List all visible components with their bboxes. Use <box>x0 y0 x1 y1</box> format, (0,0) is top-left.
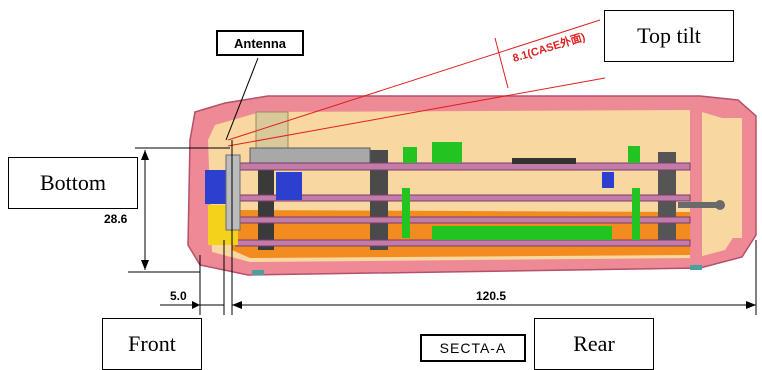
height-dimension: 28.6 <box>104 212 128 226</box>
front-plate <box>225 154 241 231</box>
green-bar-lower <box>432 226 612 240</box>
foot-rear <box>690 265 702 270</box>
bottom-label: Bottom <box>8 157 138 209</box>
height-arrow-top <box>141 150 149 160</box>
antenna-label: Antenna <box>216 30 304 56</box>
length-dimension: 120.5 <box>476 289 507 303</box>
length-arrow-left <box>232 301 242 309</box>
rear-screw-head <box>715 200 725 210</box>
rear-wall <box>690 104 702 264</box>
tilt-line-top <box>227 19 601 141</box>
pcb-top <box>235 162 691 171</box>
black-connector <box>512 158 576 164</box>
blue-cap <box>602 172 614 188</box>
tilt-line-bottom <box>227 77 606 147</box>
front-offset-dimension: 5.0 <box>170 289 187 303</box>
top-connector <box>249 147 371 165</box>
offset-arrow <box>192 301 200 309</box>
section-label: SECTA-A <box>420 334 526 362</box>
green-post-b <box>632 188 640 240</box>
rear-label: Rear <box>534 318 654 370</box>
green-post-a <box>402 188 410 238</box>
front-label: Front <box>102 318 202 370</box>
tilt-dimension-text: 8.1(CASE外面) <box>511 29 587 64</box>
front-boss <box>255 111 289 149</box>
top-tilt-label: Top tilt <box>604 10 734 62</box>
blue-block-mid <box>276 172 302 200</box>
foot-front <box>252 270 264 275</box>
pcb-middle <box>235 194 691 202</box>
pcb-bottom <box>235 239 691 247</box>
pcb-lower <box>235 216 691 224</box>
rear-screw <box>678 202 718 208</box>
tilt-dim-arrow <box>494 37 509 89</box>
length-arrow-right <box>746 301 756 309</box>
green-chip-a <box>403 147 417 163</box>
green-chip-b <box>432 142 462 163</box>
rear-cavity <box>702 118 742 238</box>
antenna-leader <box>225 57 259 141</box>
green-chip-c <box>628 146 640 163</box>
blue-block-front <box>205 170 227 204</box>
height-arrow-bottom <box>141 260 149 270</box>
